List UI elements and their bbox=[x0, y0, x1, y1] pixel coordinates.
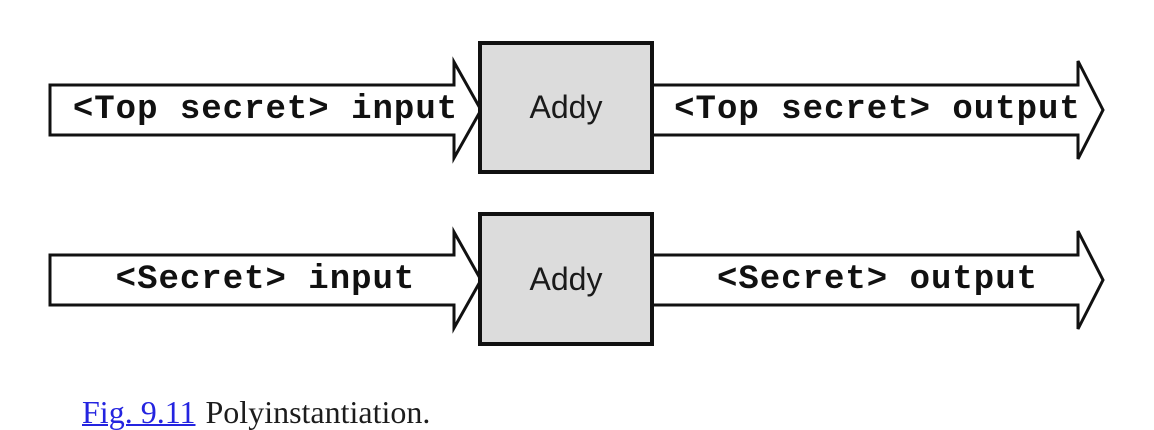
output-arrow-shape-row2 bbox=[650, 230, 1105, 330]
figure-caption-text: Polyinstantiation. bbox=[205, 394, 431, 430]
process-box-shape-row2 bbox=[478, 212, 654, 346]
process-box-shape-row1 bbox=[478, 41, 654, 174]
output-arrow-shape-row1 bbox=[650, 60, 1105, 160]
input-arrow-shape-row1 bbox=[48, 56, 483, 164]
figure-number-link[interactable]: Fig. 9.11 bbox=[82, 394, 196, 430]
input-arrow-shape-row2 bbox=[48, 226, 483, 334]
